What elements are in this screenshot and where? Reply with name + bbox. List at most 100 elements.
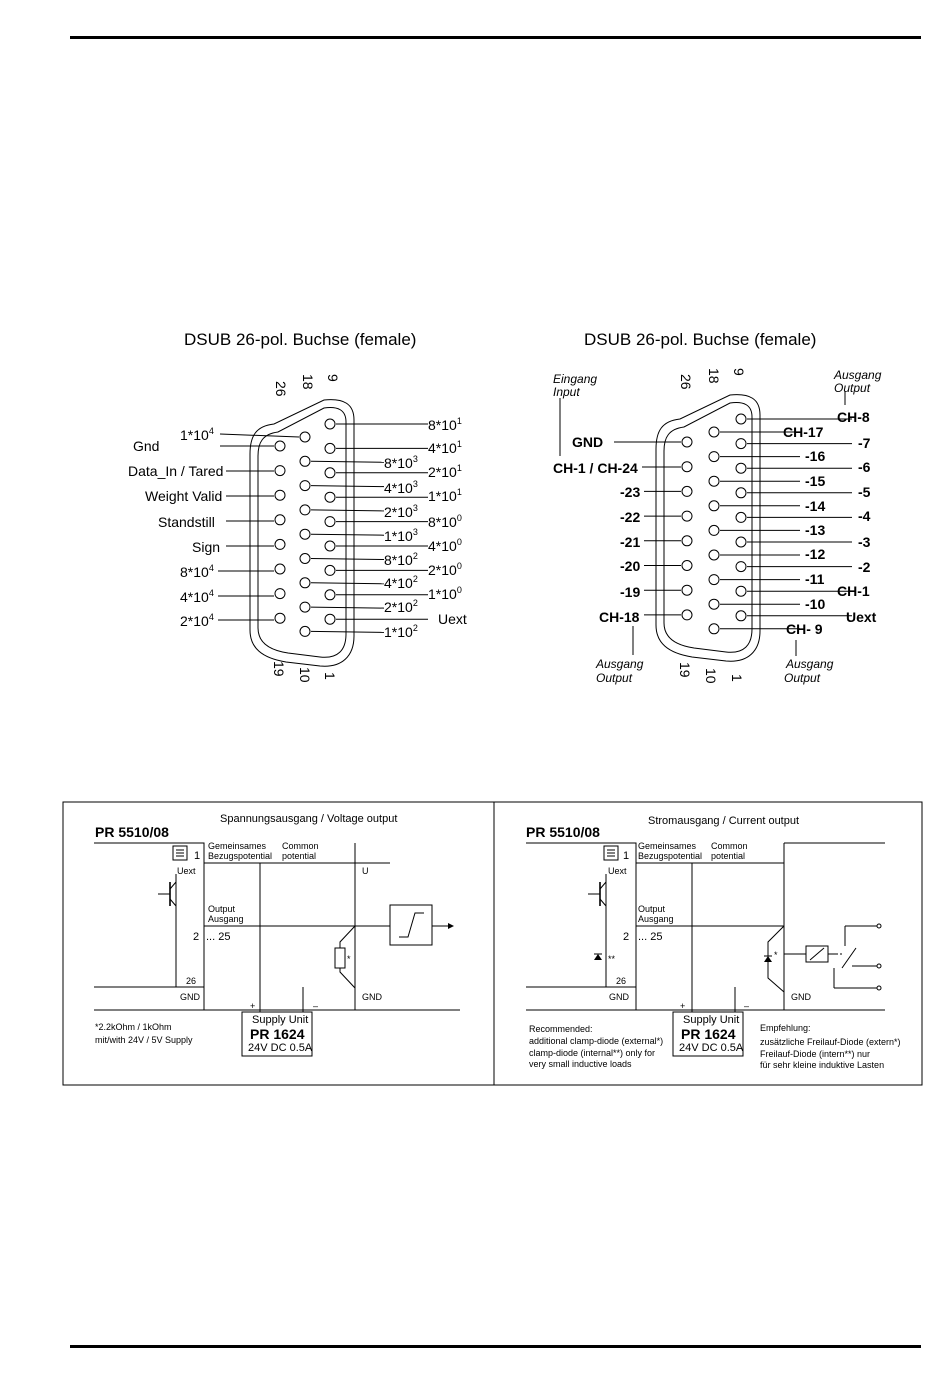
pin-hole [681, 584, 693, 596]
pin-hole [735, 462, 747, 474]
pin-1: 1 [623, 850, 629, 862]
label-uext: Uext [438, 611, 467, 627]
label-u: U [362, 866, 369, 876]
pin-hole [708, 500, 720, 512]
label-diode-external: * [774, 950, 778, 960]
pin-hole [274, 538, 286, 550]
connector-shell-outer [249, 399, 355, 667]
ramp-icon [399, 912, 424, 938]
label-plus: + [680, 1001, 685, 1011]
label-ch15: -15 [805, 473, 825, 489]
pin-hole [274, 489, 286, 501]
connector-right-title: DSUB 26-pol. Buchse (female) [584, 330, 816, 349]
label-minus: – [744, 1001, 749, 1011]
label-ch9: CH- 9 [786, 621, 823, 637]
power-label: 1*101 [428, 487, 462, 504]
label-gemeinsames: Gemeinsames [208, 841, 267, 851]
pin-hole [274, 563, 286, 575]
label-output: Output [208, 904, 236, 914]
pin-label-26: 26 [678, 374, 694, 390]
label-ausgang-bottom-left: Ausgang [595, 657, 644, 671]
label-eingang: Eingang [553, 372, 597, 386]
note-empfehlung: für sehr kleine induktive Lasten [760, 1060, 884, 1070]
note-empfehlung: Freilauf-Diode (intern**) nur [760, 1049, 870, 1059]
label-data-in-tared: Data_In / Tared [128, 463, 223, 479]
pin-label-1: 1 [729, 674, 745, 682]
pin-label-26: 26 [273, 381, 289, 397]
label-weight-valid: Weight Valid [145, 488, 222, 504]
label-ch2: -2 [858, 559, 871, 575]
pin-label-19: 19 [271, 661, 287, 677]
label-common: Common [282, 841, 319, 851]
pin-hole [681, 510, 693, 522]
label-resistor-star: * [347, 954, 351, 964]
pin-hole [324, 418, 336, 430]
label-ausgang: Ausgang [208, 914, 244, 924]
supply-unit-rating: 24V DC 0.5A [679, 1042, 744, 1054]
label-potential: potential [711, 851, 745, 861]
leader-line [310, 460, 385, 463]
pin-hole [708, 475, 720, 487]
leader-line [310, 582, 385, 585]
label-ch16: -16 [805, 448, 825, 464]
label-gnd: GND [572, 434, 603, 450]
pin-hole [681, 485, 693, 497]
supply-unit-box [241, 1011, 313, 1057]
power-label: 1*103 [384, 527, 418, 544]
connector-shell-outer [655, 394, 761, 662]
device-connector-icon [603, 845, 619, 861]
right-power-labels: 8*101 4*101 2*101 1*101 8*100 4*100 2*10… [428, 416, 462, 602]
device-connector-icon [172, 845, 188, 861]
power-label: 8*100 [428, 513, 462, 530]
terminal-icon [876, 963, 882, 969]
label-uext: Uext [846, 609, 877, 625]
diode-icon [594, 954, 602, 960]
leader-line [310, 558, 385, 560]
supply-unit-model: PR 1624 [681, 1026, 736, 1042]
label-common: Common [711, 841, 748, 851]
power-label: 8*103 [384, 454, 418, 471]
label-ch18: CH-18 [599, 609, 640, 625]
power-label: 4*104 [180, 588, 214, 605]
pin-hole [324, 442, 336, 454]
power-label: 8*101 [428, 416, 462, 433]
supply-unit-rating: 24V DC 0.5A [248, 1042, 313, 1054]
pin-hole [299, 577, 311, 589]
pin-hole [735, 487, 747, 499]
power-label: 4*100 [428, 537, 462, 554]
resistor-icon [334, 947, 346, 969]
connector-left-shell [249, 399, 355, 667]
supply-unit-box [672, 1011, 744, 1057]
pin-hole [708, 451, 720, 463]
resistor-branch [339, 925, 356, 989]
label-uext: Uext [608, 866, 627, 876]
connector-left-title: DSUB 26-pol. Buchse (female) [184, 330, 416, 349]
pin-hole [324, 540, 336, 552]
label-bezugspotential: Bezugspotential [638, 851, 702, 861]
panel-title: Stromausgang / Current output [648, 815, 799, 827]
label-range: ... 25 [206, 931, 230, 943]
label-ch23: -23 [620, 484, 640, 500]
label-bezugspotential: Bezugspotential [208, 851, 272, 861]
label-ch3: -3 [858, 534, 871, 550]
pin-label-10: 10 [297, 667, 313, 683]
label-standstill: Standstill [158, 514, 215, 530]
pin-hole [681, 609, 693, 621]
label-ch8: CH-8 [837, 409, 870, 425]
label-ch5: -5 [858, 484, 871, 500]
label-plus: + [250, 1001, 255, 1011]
pin-hole [274, 514, 286, 526]
supply-unit-model: PR 1624 [250, 1026, 305, 1042]
transistor-icon [599, 881, 607, 890]
label-diode-internal: ** [608, 954, 616, 964]
label-gnd: GND [180, 992, 201, 1002]
label-output-bottom-left: Output [596, 671, 633, 685]
connector-left: DSUB 26-pol. Buchse (female) 26 18 9 19 … [128, 330, 467, 683]
circuit-frame [62, 801, 923, 1086]
pin-hole [299, 625, 311, 637]
label-sign: Sign [192, 539, 220, 555]
connector-right-wires [559, 392, 852, 656]
pin-hole [708, 574, 720, 586]
label-ch19: -19 [620, 584, 640, 600]
